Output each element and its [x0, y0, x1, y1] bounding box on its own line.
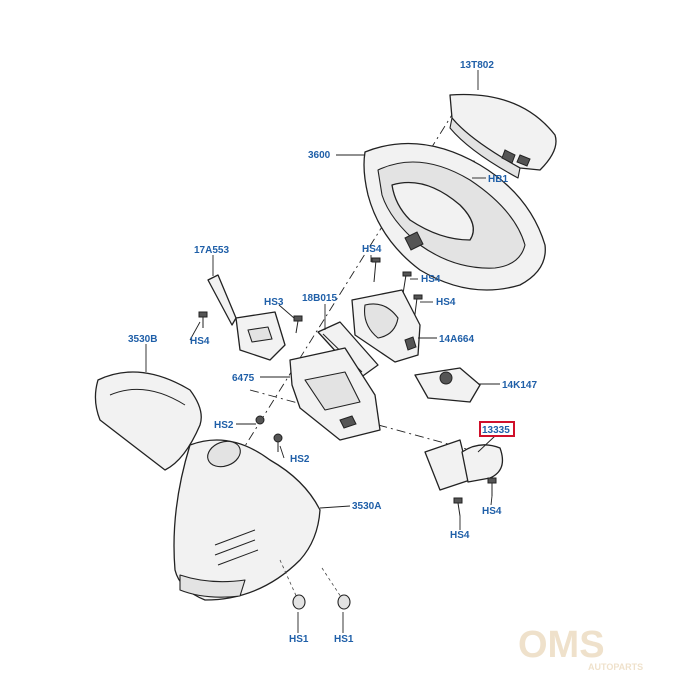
label-6475: 6475 [232, 373, 255, 384]
label-hs4-left: HS4 [190, 336, 210, 347]
label-3530b: 3530B [128, 334, 157, 345]
hs1-guide-left [279, 559, 299, 601]
label-hs2-bottom: HS2 [290, 454, 310, 465]
hs4-screw-left [198, 311, 208, 328]
label-hb1: HB1 [488, 174, 508, 185]
label-hs4-top: HS4 [362, 244, 382, 255]
lower-shroud [173, 439, 321, 601]
right-stalk-switch [424, 439, 504, 491]
left-stalk-switch [207, 274, 286, 361]
label-hs4-lower: HS4 [450, 530, 470, 541]
label-18b015: 18B015 [302, 293, 337, 304]
hs2-screws [255, 415, 283, 452]
switch-14k147 [414, 367, 481, 403]
label-3600: 3600 [308, 150, 331, 161]
clockspring [351, 289, 421, 363]
lock-housing [289, 347, 381, 441]
label-hs2-left: HS2 [214, 420, 234, 431]
logo-tagline: AUTOPARTS [588, 662, 643, 672]
label-hs4-lower-right: HS4 [482, 506, 502, 517]
label-13335: 13335 [482, 425, 510, 436]
label-hs1-left: HS1 [289, 634, 309, 645]
logo-wordmark: OMS [518, 624, 605, 666]
highlight-box [479, 421, 515, 437]
upper-shroud [94, 371, 202, 471]
label-14k147: 14K147 [502, 380, 537, 391]
label-14a664: 14A664 [439, 334, 474, 345]
hs4-bolt-group-lower [453, 477, 497, 517]
leader-lines [145, 70, 500, 633]
hs3-screw [293, 315, 303, 334]
airbag-module [449, 93, 557, 179]
label-hs4-right: HS4 [436, 297, 456, 308]
label-hs1-right: HS1 [334, 634, 354, 645]
label-13t802: 13T802 [460, 60, 494, 71]
label-17a553: 17A553 [194, 245, 229, 256]
steering-wheel [363, 142, 546, 291]
label-hs4-mid: HS4 [421, 274, 441, 285]
hs1-guide-right [321, 567, 344, 601]
label-hs3: HS3 [264, 297, 284, 308]
hs1-screws [292, 594, 351, 610]
oms-autoparts-logo: OMS AUTOPARTS [518, 624, 643, 672]
label-3530a: 3530A [352, 501, 381, 512]
